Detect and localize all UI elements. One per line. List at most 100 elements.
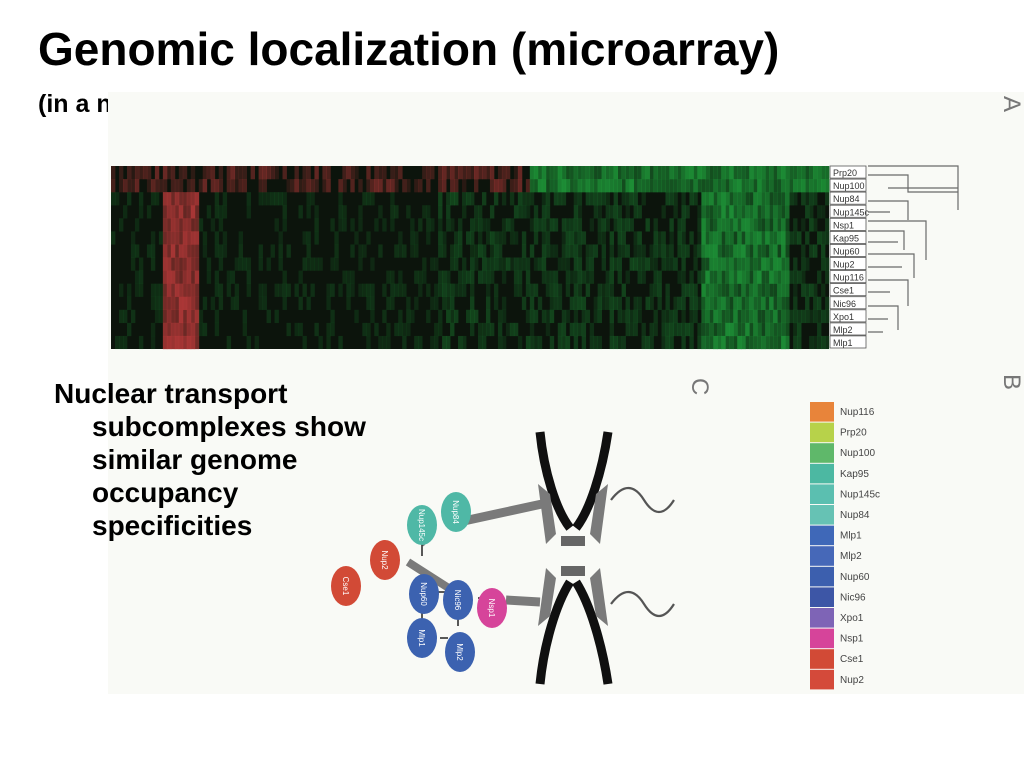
heatmap-cell	[382, 218, 387, 232]
heatmap-cell	[649, 283, 654, 297]
heatmap-cell	[178, 166, 184, 180]
heatmap-cell	[182, 322, 188, 337]
heatmap-cell	[410, 218, 415, 232]
heatmap-cell	[781, 257, 786, 271]
heatmap-cell	[569, 179, 575, 193]
heatmap-cell	[158, 179, 164, 193]
heatmap-cell	[166, 218, 172, 232]
heatmap-cell	[557, 179, 563, 193]
heatmap-cell	[422, 166, 427, 180]
heatmap-cell	[717, 335, 722, 350]
heatmap-cell	[505, 257, 511, 271]
heatmap-cell	[769, 205, 774, 219]
heatmap-cell	[797, 309, 802, 324]
heatmap-cell	[653, 244, 658, 258]
heatmap-cell	[497, 231, 503, 245]
legend-swatch	[810, 546, 834, 566]
heatmap-cell	[745, 322, 750, 337]
heatmap-cell	[174, 244, 180, 258]
heatmap-cell	[430, 296, 435, 310]
heatmap-cell	[805, 179, 810, 193]
heatmap-cell	[689, 322, 694, 337]
heatmap-cell	[617, 309, 622, 324]
heatmap-cell	[537, 166, 543, 180]
heatmap-cell	[733, 335, 738, 350]
heatmap-cell	[234, 166, 240, 180]
heatmap-cell	[809, 218, 814, 232]
heatmap-cell	[745, 166, 750, 180]
heatmap-cell	[314, 322, 319, 337]
heatmap-cell	[466, 309, 471, 324]
heatmap-cell	[545, 322, 551, 337]
heatmap-cell	[681, 244, 686, 258]
heatmap-cell	[222, 192, 228, 206]
heatmap-cell	[597, 205, 603, 219]
heatmap-cell	[601, 179, 607, 193]
heatmap-cell	[122, 179, 128, 193]
heatmap-cell	[753, 205, 758, 219]
heatmap-cell	[238, 257, 244, 271]
heatmap-cell	[777, 270, 782, 284]
heatmap-cell	[741, 283, 746, 297]
heatmap-cell	[549, 296, 555, 310]
legend-label: Xpo1	[840, 613, 864, 624]
heatmap-cell	[505, 218, 511, 232]
heatmap-cell	[274, 192, 279, 206]
network-node-label: Nsp1	[487, 599, 496, 618]
legend-label: Nup84	[840, 510, 870, 521]
heatmap-cell	[306, 192, 311, 206]
heatmap-cell	[466, 192, 471, 206]
heatmap-cell	[342, 166, 347, 180]
heatmap-cell	[234, 257, 240, 271]
heatmap-cell	[126, 283, 132, 297]
heatmap-row-label: Mlp1	[833, 338, 853, 348]
heatmap-cell	[438, 283, 443, 297]
caption-line-1: Nuclear transport	[54, 378, 288, 409]
heatmap-cell	[749, 296, 754, 310]
heatmap-cell	[717, 283, 722, 297]
heatmap-cell	[446, 205, 451, 219]
heatmap-cell	[637, 270, 642, 284]
heatmap-cell	[713, 322, 718, 337]
heatmap-cell	[122, 335, 128, 350]
heatmap-cell	[358, 244, 363, 258]
heatmap-cell	[114, 335, 120, 350]
heatmap-cell	[757, 335, 762, 350]
heatmap-cell	[721, 179, 726, 193]
heatmap-cell	[350, 283, 355, 297]
heatmap-cell	[737, 322, 742, 337]
heatmap-cell	[577, 179, 583, 193]
heatmap-cell	[729, 231, 734, 245]
heatmap-cell	[745, 218, 750, 232]
heatmap-cell	[150, 335, 156, 350]
heatmap-cell	[637, 257, 642, 271]
heatmap-cell	[757, 244, 762, 258]
heatmap-cell	[497, 322, 503, 337]
heatmap-cell	[701, 257, 706, 271]
heatmap-cell	[753, 270, 758, 284]
heatmap-cell	[605, 179, 611, 193]
heatmap-cell	[118, 283, 124, 297]
heatmap-cell	[473, 257, 479, 271]
heatmap-cell	[781, 192, 786, 206]
legend-swatch	[810, 484, 834, 504]
heatmap-cell	[238, 244, 244, 258]
heatmap-cell	[497, 244, 503, 258]
heatmap-cell	[493, 231, 499, 245]
heatmap-cell	[805, 205, 810, 219]
heatmap-cell	[278, 283, 283, 297]
heatmap-cell	[769, 244, 774, 258]
heatmap-cell	[749, 309, 754, 324]
heatmap-cell	[513, 283, 519, 297]
heatmap-cell	[198, 309, 204, 324]
heatmap-cell	[262, 296, 267, 310]
heatmap-cell	[601, 296, 607, 310]
heatmap-cell	[442, 283, 447, 297]
heatmap-cell	[701, 218, 706, 232]
heatmap-cell	[214, 322, 220, 337]
heatmap-cell	[641, 322, 646, 337]
heatmap-cell	[713, 179, 718, 193]
heatmap-cell	[318, 335, 323, 350]
heatmap-cell	[609, 166, 614, 180]
heatmap-cell	[761, 179, 766, 193]
